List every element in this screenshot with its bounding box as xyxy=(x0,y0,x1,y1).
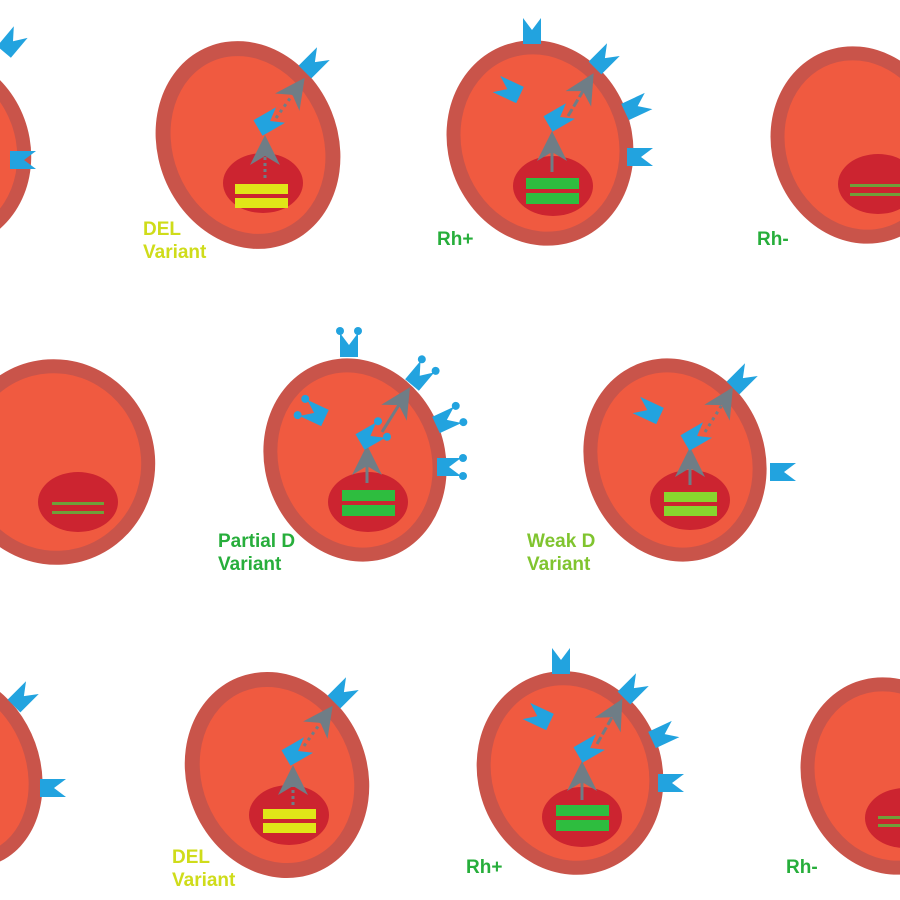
label-line: Variant xyxy=(527,554,591,575)
gene-weak xyxy=(664,492,717,502)
cell-row3-left-partial xyxy=(0,672,66,868)
cell-row1-left-partial xyxy=(0,26,36,249)
label-line: DEL xyxy=(143,219,181,240)
label-line: Variant xyxy=(218,554,282,575)
cell-row2-rh-negative xyxy=(0,359,156,565)
antigen-icon xyxy=(552,648,570,674)
antigen-icon xyxy=(40,779,66,797)
gene-absent xyxy=(52,502,104,505)
cell-rh-positive xyxy=(476,648,684,875)
label-line: Partial D xyxy=(218,531,296,552)
nucleus xyxy=(542,787,622,847)
cell-rh-negative xyxy=(800,677,900,875)
antigen-icon xyxy=(523,18,541,44)
cell-partial-d-variant xyxy=(263,327,469,562)
gene-absent xyxy=(850,184,900,187)
label-rh-positive: Rh+ xyxy=(437,229,474,250)
antigen-icon xyxy=(770,463,796,481)
label-line: Variant xyxy=(172,870,236,891)
label-partial-d-variant: Partial D Variant xyxy=(218,530,295,576)
label-line: Variant xyxy=(143,242,207,263)
gene-absent xyxy=(878,816,900,819)
nucleus xyxy=(328,472,408,532)
label-line: DEL xyxy=(172,847,210,868)
label-weak-d-variant: Weak D Variant xyxy=(527,530,595,576)
gene-del xyxy=(235,184,288,194)
gene-rh xyxy=(526,178,579,189)
antigen-icon xyxy=(658,774,684,792)
gene-rh xyxy=(556,805,609,816)
gene-del xyxy=(263,809,316,819)
antigen-icon xyxy=(10,151,36,169)
cell-weak-d-variant xyxy=(583,358,796,562)
label-rh-negative: Rh- xyxy=(786,857,818,878)
label-rh-negative: Rh- xyxy=(757,229,789,250)
antigen-icon xyxy=(627,148,653,166)
cell-del-variant xyxy=(184,671,370,879)
label-line: Weak D xyxy=(527,531,596,552)
cell-rh-positive xyxy=(446,18,653,246)
cell-del-variant xyxy=(155,41,341,249)
label-rh-positive: Rh+ xyxy=(466,857,503,878)
gene-partial xyxy=(342,490,395,501)
label-del-variant: DEL Variant xyxy=(143,218,206,264)
antigen-icon xyxy=(0,26,28,58)
cell-rh-negative xyxy=(770,46,900,244)
crown-antigen-icon xyxy=(336,327,362,357)
label-del-variant: DEL Variant xyxy=(172,846,235,892)
